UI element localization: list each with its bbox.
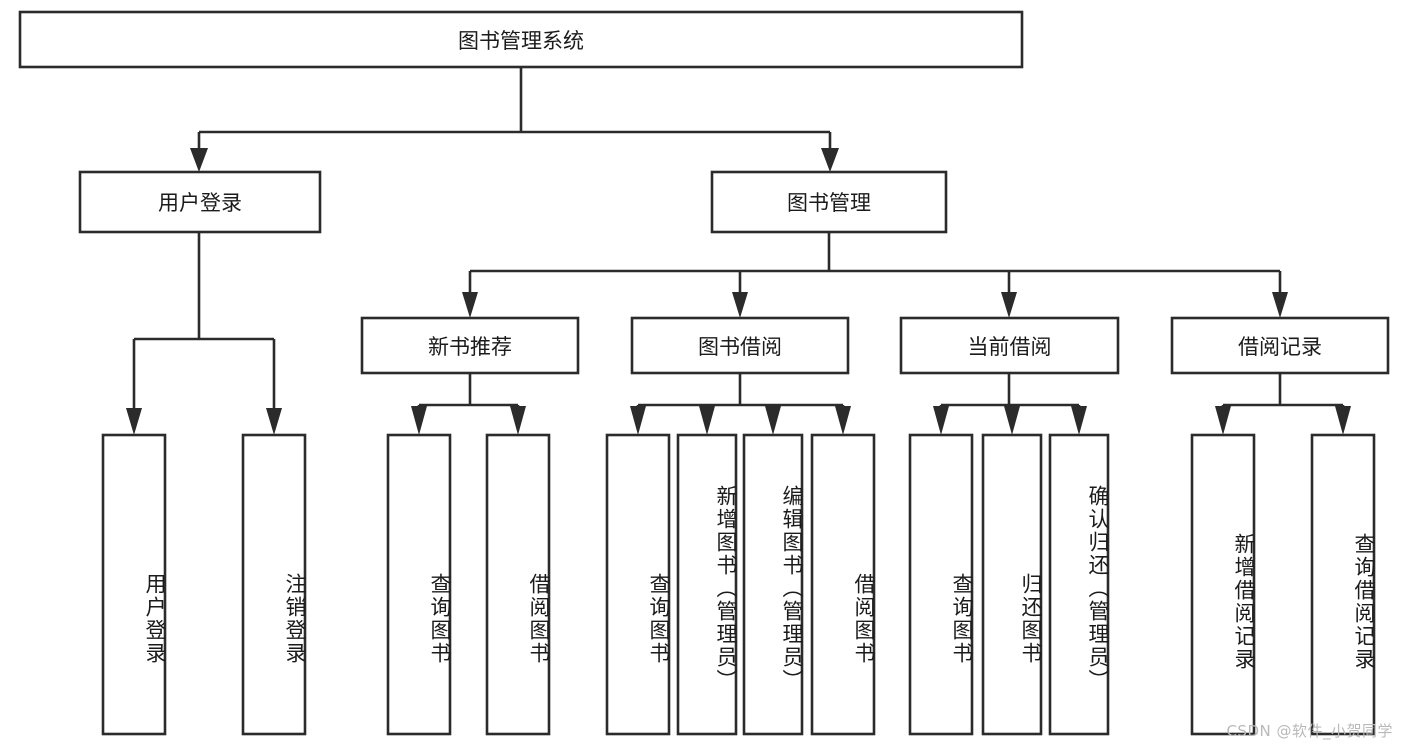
arrow-to-leaf-query-record-icon (1335, 406, 1351, 435)
arrow-to-leaf-logout-icon (266, 408, 282, 435)
connector-user-login-to-leaves (126, 232, 282, 435)
node-book-borrow-box[interactable] (630, 316, 850, 375)
node-new-book-recommend-box[interactable] (360, 316, 580, 375)
node-leaf-borrow-book-a-box[interactable] (485, 433, 551, 736)
arrow-to-new-book-recommend-icon (462, 292, 478, 318)
node-leaf-add-book-box[interactable] (676, 433, 738, 736)
arrow-to-user-login-icon (190, 148, 208, 172)
node-user-login-box[interactable] (78, 170, 322, 234)
arrow-to-leaf-borrow-book-b-icon (835, 406, 851, 435)
csdn-watermark: CSDN @软件_小贺同学 (1226, 722, 1393, 740)
connector-book-management-to-level3 (462, 232, 1288, 318)
node-leaf-query-book-b-box[interactable] (605, 433, 671, 736)
connector-borrow-record-to-leaves (1215, 373, 1351, 435)
connector-current-borrow-to-leaves (933, 373, 1087, 435)
node-leaf-return-book-box[interactable] (981, 433, 1043, 736)
arrow-to-borrow-record-icon (1272, 292, 1288, 318)
arrow-to-leaf-query-book-c-icon (933, 406, 949, 435)
arrow-to-book-management-icon (821, 148, 839, 172)
arrow-to-leaf-user-login-icon (126, 408, 142, 435)
node-root-box[interactable] (18, 10, 1024, 69)
arrow-to-leaf-confirm-return-icon (1071, 406, 1087, 435)
arrow-to-current-borrow-icon (1001, 292, 1017, 318)
node-leaf-add-record-box[interactable] (1190, 433, 1256, 736)
node-leaf-edit-book-box[interactable] (742, 433, 804, 736)
arrow-to-leaf-add-book-icon (699, 406, 715, 435)
node-leaf-query-book-a-box[interactable] (386, 433, 452, 736)
node-current-borrow-box[interactable] (899, 316, 1120, 375)
connector-book-borrow-to-leaves (630, 373, 851, 435)
arrow-to-leaf-borrow-book-a-icon (510, 406, 526, 435)
node-borrow-record-box[interactable] (1170, 316, 1390, 375)
arrow-to-leaf-query-book-a-icon (411, 406, 427, 435)
arrow-to-leaf-edit-book-icon (765, 406, 781, 435)
node-leaf-query-book-c-box[interactable] (908, 433, 974, 736)
node-leaf-user-login-box[interactable] (101, 433, 167, 736)
arrow-to-leaf-return-book-icon (1004, 406, 1020, 435)
connector-new-book-recommend-to-leaves (411, 373, 526, 435)
node-book-management-box[interactable] (710, 170, 948, 234)
node-leaf-borrow-book-b-box[interactable] (810, 433, 876, 736)
node-leaf-query-record-box[interactable] (1310, 433, 1376, 736)
arrow-to-book-borrow-icon (732, 292, 748, 318)
node-leaf-confirm-return-box[interactable] (1048, 433, 1110, 736)
arrow-to-leaf-query-book-b-icon (630, 406, 646, 435)
arrow-to-leaf-add-record-icon (1215, 406, 1231, 435)
connector-root-to-level2 (190, 67, 839, 172)
node-leaf-logout-box[interactable] (241, 433, 307, 736)
